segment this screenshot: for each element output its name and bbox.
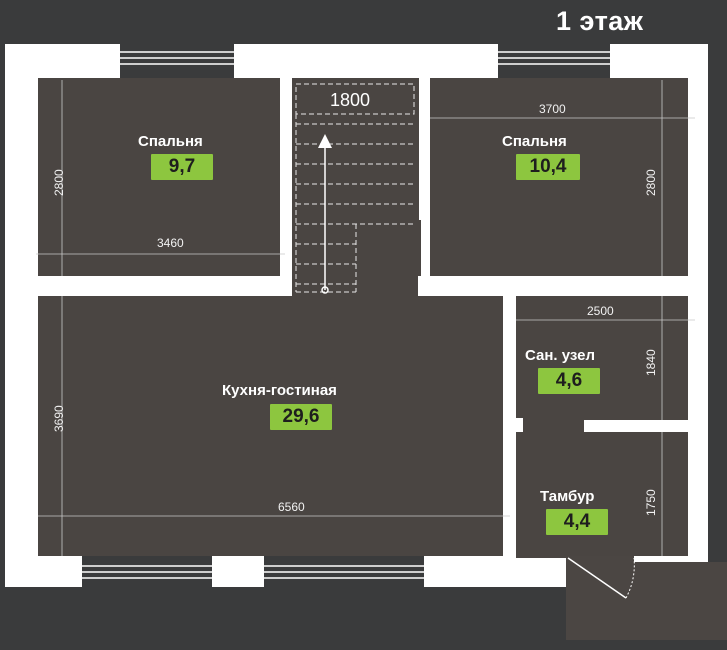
room-area-vestibule: 4,4 <box>546 509 608 535</box>
floor-vestibule-right <box>634 432 688 556</box>
dim-living-width: 6560 <box>278 500 305 514</box>
door-swing <box>567 557 635 599</box>
window-top-left <box>120 44 234 78</box>
room-name-bedroom-right: Спальня <box>502 133 567 150</box>
floor-bathroom <box>516 296 688 420</box>
dim-stair-width: 1800 <box>330 90 371 110</box>
wall-stair-left <box>280 72 292 296</box>
window-top-right <box>498 44 610 78</box>
wall-top-gap-cover <box>236 44 496 78</box>
room-area-bathroom: 4,6 <box>538 368 600 394</box>
dim-bedroom-left-depth: 2800 <box>52 169 66 196</box>
dim-bedroom-right-depth: 2800 <box>644 169 658 196</box>
room-name-bedroom-left: Спальня <box>138 133 203 150</box>
wall-bedroom-left-bottom-b <box>236 276 285 296</box>
room-area-living: 29,6 <box>270 404 332 430</box>
room-area-bedroom-right: 10,4 <box>516 154 580 180</box>
dim-bedroom-left-width: 3460 <box>157 236 184 250</box>
dim-bathroom-width: 2500 <box>587 304 614 318</box>
door-opening <box>566 556 634 587</box>
wall-bathroom-bottom <box>584 420 688 432</box>
wall-stair-right <box>419 72 430 220</box>
room-name-living: Кухня-гостиная <box>222 382 337 399</box>
window-bottom-middle <box>264 556 424 587</box>
wall-vestibule-left <box>503 486 516 558</box>
dim-bathroom-depth: 1840 <box>644 349 658 376</box>
wall-bathroom-left <box>503 292 516 432</box>
room-name-vestibule: Тамбур <box>540 488 595 505</box>
room-area-bedroom-left: 9,7 <box>151 154 213 180</box>
dim-bedroom-right-width: 3700 <box>539 102 566 116</box>
wall-bedroom-right-bottom <box>418 276 688 296</box>
dimension-lines <box>36 80 695 556</box>
floor-title: 1 этаж <box>556 6 644 36</box>
wall-bedroom-left-bottom-a <box>38 276 183 296</box>
wall-bathroom-left-cap <box>503 418 523 432</box>
dim-vestibule-depth: 1750 <box>644 489 658 516</box>
floor-hall-link <box>285 276 430 306</box>
stair-arrow <box>318 134 332 294</box>
room-name-bathroom: Сан. узел <box>525 347 596 364</box>
floor-vestibule <box>516 432 634 558</box>
window-bottom-left <box>82 556 212 587</box>
dim-living-depth: 3690 <box>52 405 66 432</box>
staircase <box>295 83 415 293</box>
